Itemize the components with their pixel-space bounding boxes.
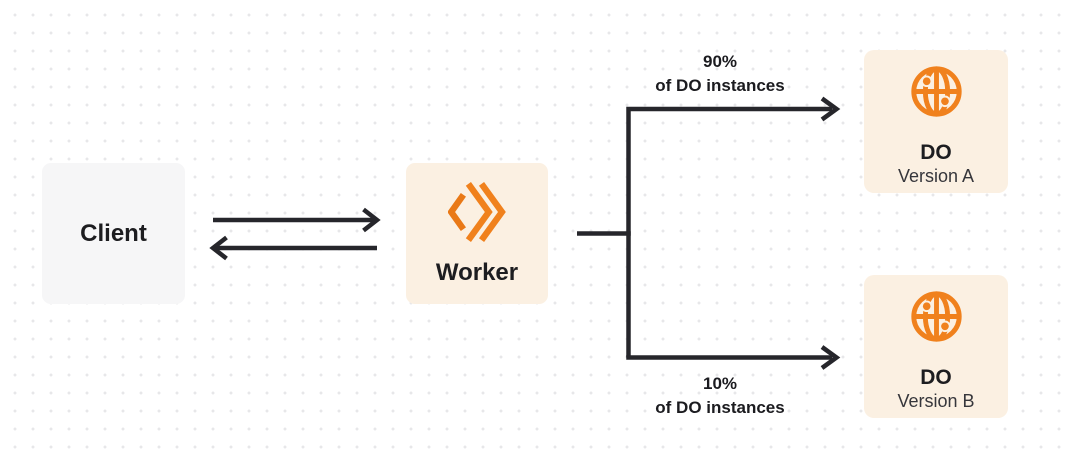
worker-to-client-arrow xyxy=(209,235,377,261)
client-to-worker-arrow xyxy=(213,207,381,233)
do-version-a-node: DO Version A xyxy=(864,50,1008,193)
worker-label: Worker xyxy=(435,259,519,286)
do-b-title: DO xyxy=(920,366,952,389)
split-percent-label-a: 90% of DO instances xyxy=(595,50,845,98)
do-a-subtitle: Version A xyxy=(897,166,975,186)
globe-icon xyxy=(910,66,962,117)
split-percent-label-b: 10% of DO instances xyxy=(595,372,845,420)
do-a-title: DO xyxy=(920,141,952,164)
client-node: Client xyxy=(42,163,185,304)
split-a-percent: 90% xyxy=(702,52,738,71)
split-arrow-to-version-a xyxy=(820,96,841,122)
globe-icon xyxy=(910,291,962,342)
do-version-b-node: DO Version B xyxy=(864,275,1008,418)
split-a-caption: of DO instances xyxy=(655,76,785,95)
split-b-caption: of DO instances xyxy=(655,398,785,417)
worker-node: Worker xyxy=(406,163,548,304)
split-b-percent: 10% xyxy=(702,374,738,393)
client-label: Client xyxy=(80,219,147,247)
do-b-subtitle: Version B xyxy=(897,391,975,411)
split-arrow-to-version-b xyxy=(820,345,841,370)
cloudflare-workers-icon xyxy=(448,182,506,242)
split-connector xyxy=(577,106,832,360)
